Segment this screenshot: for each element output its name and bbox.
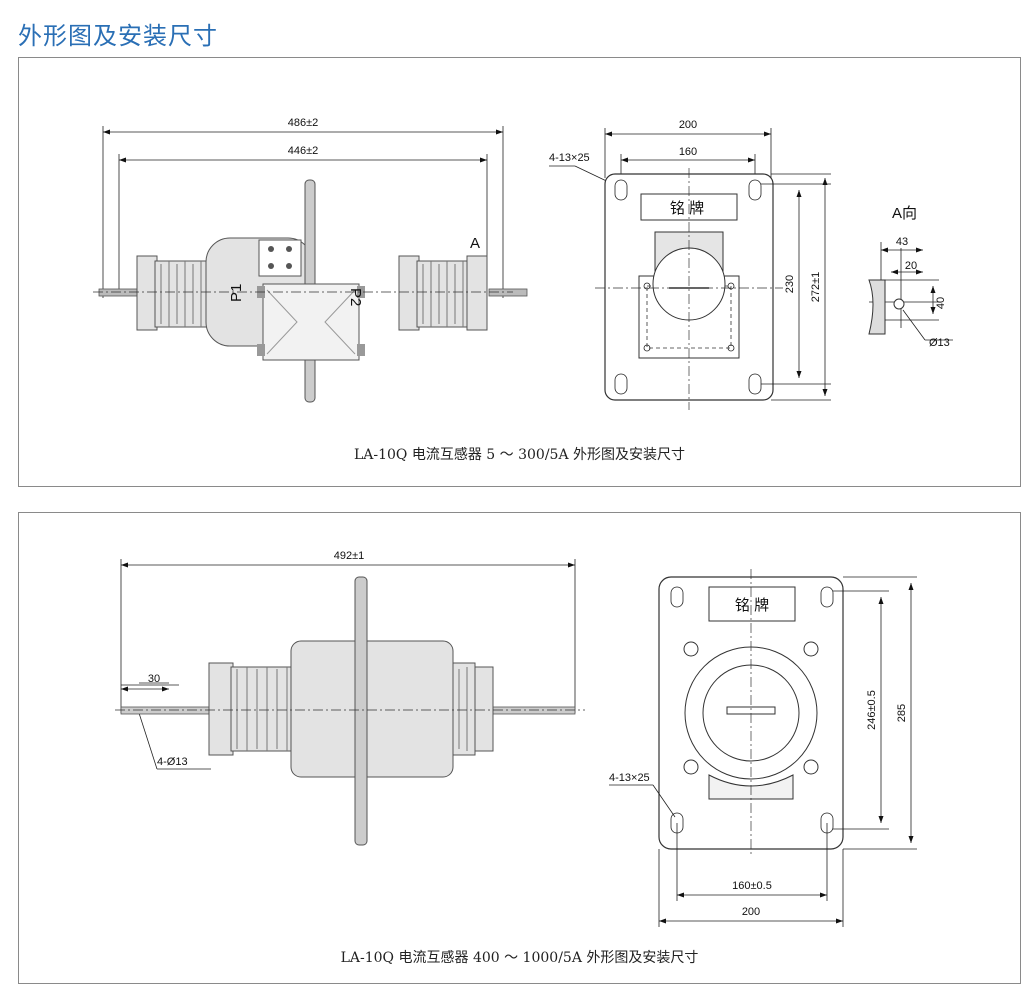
label-p2: P2 xyxy=(347,288,364,306)
dim-200: 200 xyxy=(679,119,697,131)
page-title: 外形图及安装尺寸 xyxy=(18,22,218,50)
bottom-drawing-panel: 492±1 30 4-Ø13 xyxy=(18,512,1021,984)
label-a: A xyxy=(470,235,480,252)
dim-20: 20 xyxy=(905,260,917,272)
dim-43: 43 xyxy=(896,236,908,248)
dim-200-bottom: 200 xyxy=(742,906,760,918)
dim-dia13: Ø13 xyxy=(929,337,950,349)
dim-40: 40 xyxy=(935,297,947,309)
nameplate-label: 铭 牌 xyxy=(670,200,704,217)
dim-446: 446±2 xyxy=(288,145,319,157)
a-view-title: A向 xyxy=(892,205,917,222)
dim-285: 285 xyxy=(896,704,908,722)
dim-30: 30 xyxy=(148,673,160,685)
ct-side-view-small xyxy=(93,179,528,403)
dim-272: 272±1 xyxy=(810,272,822,303)
dim-230: 230 xyxy=(784,275,796,293)
dim-492: 492±1 xyxy=(334,550,365,562)
dim-160-05: 160±0.5 xyxy=(732,880,772,892)
ct-front-view-small xyxy=(549,128,831,410)
nameplate-label-large: 铭 牌 xyxy=(735,597,769,614)
dim-holes-side: 4-Ø13 xyxy=(157,756,188,768)
top-drawing: 486±2 446±2 A P1 P2 xyxy=(93,117,953,410)
top-caption: LA-10Q 电流互感器 5 ～ 300/5A 外形图及安装尺寸 xyxy=(353,447,686,463)
dim-486: 486±2 xyxy=(288,117,319,129)
dim-246: 246±0.5 xyxy=(866,690,878,730)
label-p1: P1 xyxy=(228,284,245,302)
dim-holes: 4-13×25 xyxy=(549,152,590,164)
bottom-drawing: 492±1 30 4-Ø13 xyxy=(115,550,917,927)
top-drawing-panel: 486±2 446±2 A P1 P2 xyxy=(18,57,1021,487)
ct-side-view-large xyxy=(115,559,585,846)
side-view-dimensions xyxy=(102,126,504,298)
dim-holes-front: 4-13×25 xyxy=(609,772,650,784)
a-view-detail xyxy=(868,242,953,341)
bottom-caption: LA-10Q 电流互感器 400 ～ 1000/5A 外形图及安装尺寸 xyxy=(340,950,699,966)
dim-160: 160 xyxy=(679,146,697,158)
ct-front-view-large xyxy=(609,569,917,927)
